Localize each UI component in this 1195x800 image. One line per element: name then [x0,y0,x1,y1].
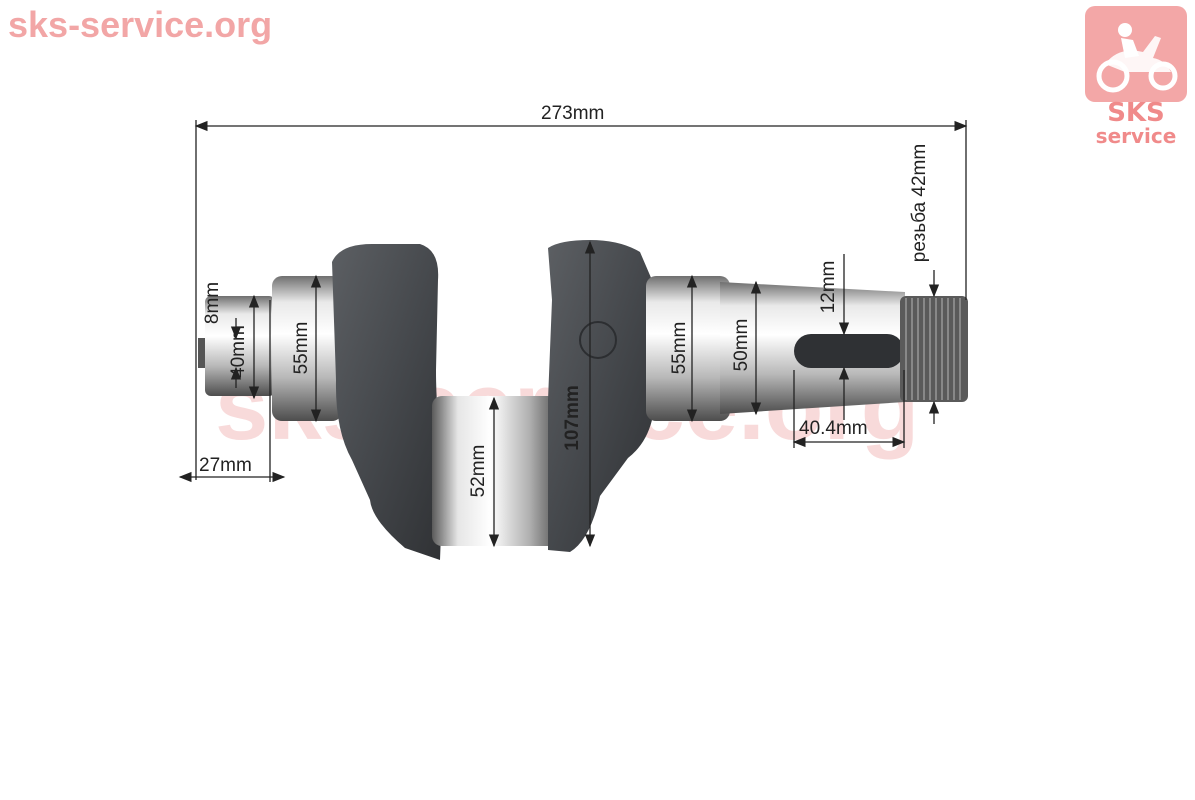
dim-slot-width: 12mm [818,260,839,314]
key-slot [794,334,904,368]
logo-text-sks: SKS [1107,98,1165,128]
dim-total-length: 273mm [541,103,605,124]
dim-right-bearing: 55mm [669,321,690,375]
thread-section [900,296,968,402]
logo-text-service: service [1095,124,1177,148]
crank-pin [432,396,562,546]
dim-end-length: 27mm [199,455,252,476]
dim-thread: резьба 42mm [909,143,930,263]
left-journal [272,276,342,421]
dim-crank-pin: 52mm [468,444,489,498]
dim-left-bearing: 55mm [291,321,312,375]
left-web [332,244,444,560]
watermark-site-text: sks-service.org [8,4,273,45]
scooter-icon [1085,6,1187,102]
dim-taper-diameter: 50mm [731,318,752,372]
sks-logo: SKS service [1085,6,1187,146]
dim-shaft-end-diameter: 40mm [228,325,249,378]
dim-web-height: 107mm [562,385,583,451]
dim-key-width: 8mm [202,281,223,325]
right-web [548,240,652,552]
dim-slot-length: 40.4mm [799,418,868,439]
